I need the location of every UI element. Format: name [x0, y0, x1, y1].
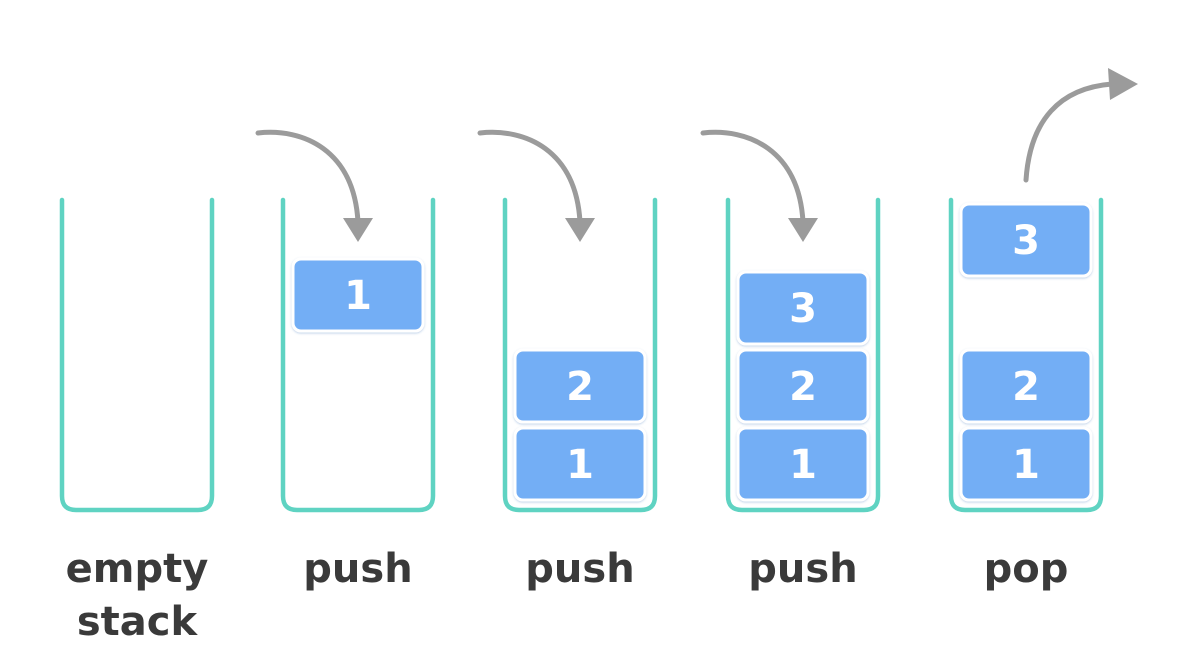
stack-container [502, 197, 658, 513]
stack-block: 2 [513, 348, 647, 424]
stack-block: 1 [513, 426, 647, 502]
push-arrow-curve [255, 129, 361, 225]
step-label: empty [66, 546, 209, 592]
pop-arrow-curve [1023, 81, 1115, 183]
pop-arrow-head [1108, 68, 1138, 100]
push-arrow-head [343, 218, 373, 242]
pop-arrow-icon [1023, 68, 1138, 183]
stack-block-box [736, 270, 870, 346]
push-arrow-icon [255, 129, 373, 242]
popped-block: 3 [959, 202, 1093, 278]
stack-block-box [513, 426, 647, 502]
stack-block-box [736, 426, 870, 502]
step-label: push [525, 546, 634, 592]
stack-block-value: 1 [344, 273, 372, 319]
stack-block-box [959, 202, 1093, 278]
stack-container [948, 197, 1104, 513]
stack-block-value: 1 [789, 442, 817, 488]
stack-block-box [959, 348, 1093, 424]
stack-container [280, 197, 436, 513]
step-label: push [748, 546, 857, 592]
stack-block-box [291, 257, 425, 333]
stack-container [59, 197, 215, 513]
stack-container [725, 197, 881, 513]
stack-block-value: 2 [789, 364, 817, 410]
stack-block-value: 2 [566, 364, 594, 410]
stack-block-value: 2 [1012, 364, 1040, 410]
push-arrow-head [788, 218, 818, 242]
push-arrow-curve [477, 129, 583, 225]
stack-block: 2 [959, 348, 1093, 424]
step-label: push [303, 546, 412, 592]
push-arrow-head [565, 218, 595, 242]
stack-block-value: 3 [1012, 218, 1040, 264]
stack-block: 3 [736, 270, 870, 346]
stack-block-value: 3 [789, 286, 817, 332]
push-arrow-icon [700, 129, 818, 242]
stack-block-box [959, 426, 1093, 502]
stack-block-box [736, 348, 870, 424]
step-label: pop [984, 546, 1069, 592]
push-arrow-curve [700, 129, 806, 225]
pushed-block: 1 [291, 257, 425, 333]
stack-block-value: 1 [566, 442, 594, 488]
stack-block-value: 1 [1012, 442, 1040, 488]
push-arrow-icon [477, 129, 595, 242]
stack-block: 2 [736, 348, 870, 424]
stack-block-box [513, 348, 647, 424]
step-label: stack [77, 599, 199, 645]
stack-block: 1 [959, 426, 1093, 502]
stack-block: 1 [736, 426, 870, 502]
